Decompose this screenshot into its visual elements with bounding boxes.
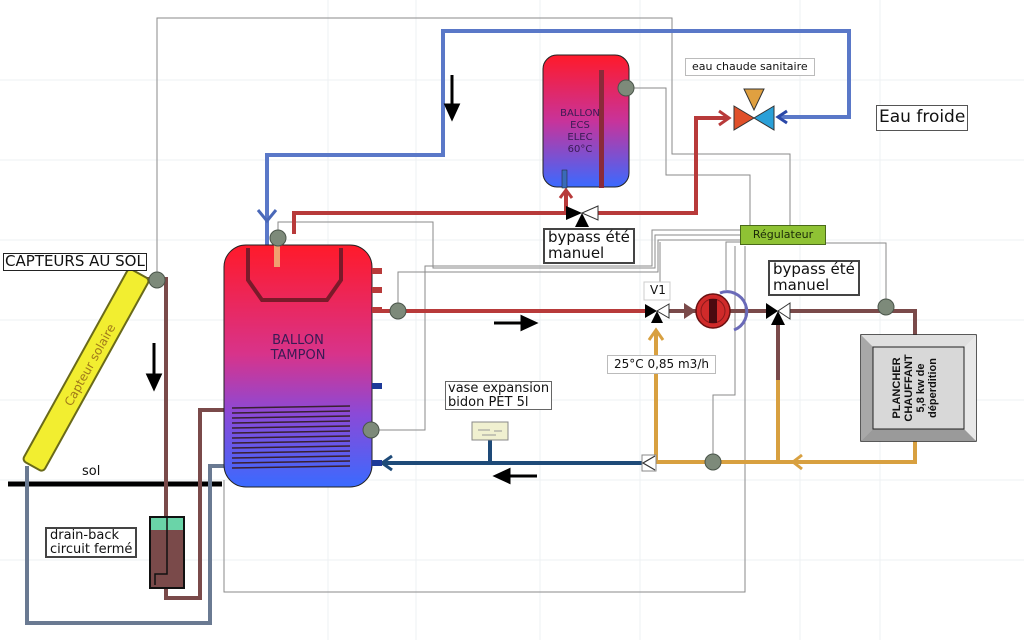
sensor-tank-supply [389,302,407,320]
bypass-top-label: bypass été manuel [543,228,635,264]
floor-heating-line3: 5,8 kw de [915,363,927,413]
bypass-right-label: bypass été manuel [768,260,860,296]
expansion-label-line1: vase expansion [448,381,550,396]
ground-label: sol [82,464,101,479]
tank-return-pipe [372,440,642,465]
cold-water-pipe [265,29,851,248]
v1-bypass-arrowhead [647,327,665,341]
collectors-label: CAPTEURS AU SOL [3,252,147,271]
floor-return-pipe [654,330,917,464]
drainback-label-line1: drain-back [50,528,119,543]
expansion-vessel [471,421,509,441]
bypass-right-label-line1: bypass été [773,260,855,278]
sensor-floor-supply [877,298,895,316]
buffer-tank [223,232,382,488]
floor-heating-line2: CHAUFFANT [903,354,915,422]
sensor-dhw [617,79,635,97]
heat-exchanger-coil [231,405,351,469]
flow-arrow-right-supply [494,314,539,332]
control-wires [156,17,887,593]
dhw-tank-label-line1: BALLON [560,108,600,119]
bypass-valve-right [766,302,791,325]
dhw-arrowhead [718,109,732,127]
sensor-return [704,453,722,471]
buffer-tank-label-line1: BALLON [272,333,324,348]
collector-return-pipe [25,464,226,625]
flow-arrows [145,75,539,485]
temperature-sensors [148,79,895,471]
dhw-tank-label-line2: ECS [570,120,590,131]
solar-collector [22,268,150,472]
dhw-tank-label: BALLON ECS ELEC 60°C [555,108,605,156]
flow-arrow-down-solar [145,343,163,392]
bypass-valve-top [566,205,599,227]
drainback-tank [149,516,185,589]
drainback-label: drain-back circuit fermé [45,527,138,559]
regulator: Régulateur [740,225,826,245]
bypass-right-label-line2: manuel [773,275,830,294]
dhw-tank [542,54,630,189]
ecs-inlet-arrowhead [558,187,574,199]
flow-rate-label: 25°C 0,85 m3/h [607,355,716,374]
pump-inlet-arrowhead [684,303,696,319]
sensor-tank-bottom [362,421,380,439]
sensor-collector [148,271,166,289]
return-chevron [790,453,803,471]
expansion-vessel-label: vase expansion bidon PET 5l [445,381,553,411]
dhw-label: eau chaude sanitaire [685,58,815,76]
floor-heating-unit [860,334,977,442]
dhw-tank-label-line3: ELEC [567,132,593,143]
bypass-top-label-line2: manuel [548,243,605,262]
cold-water-inlet-chevron [256,209,278,224]
cold-water-label: Eau froide [876,105,969,131]
sensor-tank-top [269,229,287,247]
cold-water-arrowhead [775,109,788,125]
flow-arrow-down-cold [443,75,461,122]
buffer-tank-label: BALLON TAMPON [248,333,348,364]
floor-heating-line1: PLANCHER [891,357,903,419]
thermostatic-mixing-valve [733,88,775,131]
floor-heating-label: PLANCHER CHAUFFANT 5,8 kw de déperdition [891,340,947,436]
bypass-top-label-line1: bypass été [548,228,630,246]
dhw-hot-pipe [292,116,728,234]
expansion-label-line2: bidon PET 5l [448,394,529,410]
buffer-tank-label-line2: TAMPON [270,347,326,363]
drainback-label-line2: circuit fermé [50,541,133,557]
floor-heating-line4: déperdition [927,358,939,418]
valve-v1-label: V1 [650,283,666,297]
valve-v1 [643,281,671,323]
circulator-pump [695,290,749,332]
check-valve [641,454,657,472]
flow-arrow-left-return [492,467,537,485]
dhw-tank-label-line4: 60°C [567,144,593,155]
